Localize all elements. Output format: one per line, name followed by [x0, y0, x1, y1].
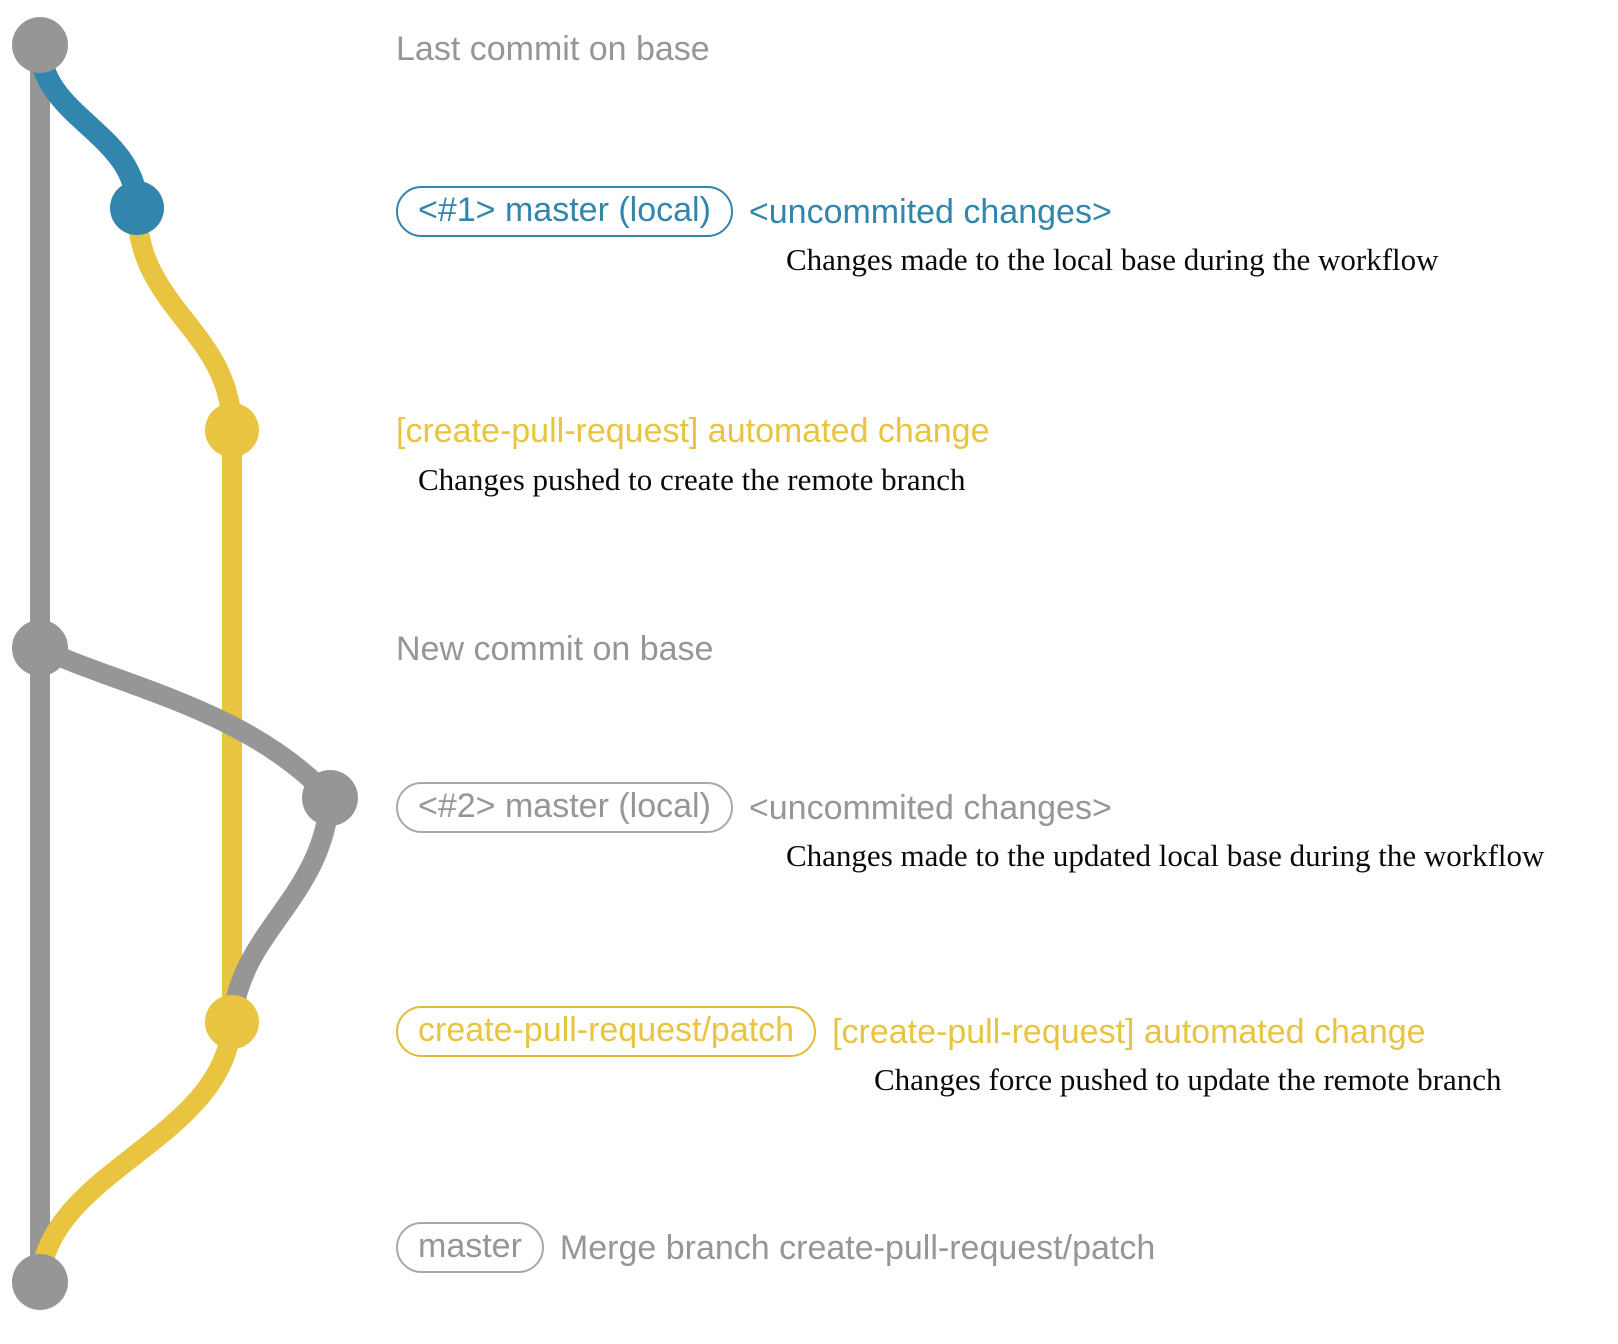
description-patch-commit-2: Changes force pushed to update the remot…: [874, 1062, 1502, 1097]
row-head: create-pull-request/patch [create-pull-r…: [396, 1006, 1426, 1057]
node-patch-commit-2[interactable]: [205, 995, 259, 1049]
row-head: [create-pull-request] automated change: [396, 414, 989, 448]
node-base-last-commit[interactable]: [12, 17, 68, 73]
row-patch-commit-1: [create-pull-request] automated change C…: [396, 414, 989, 495]
row-local-master-2: <#2> master (local) <uncommited changes>…: [396, 782, 1544, 871]
headline-automated-change-1: [create-pull-request] automated change: [396, 412, 990, 450]
edge-local-master-2-to-patch-2: [222, 788, 340, 1032]
headline-new-commit-on-base: New commit on base: [396, 630, 714, 668]
row-master-merge: master Merge branch create-pull-request/…: [396, 1222, 1155, 1273]
row-head: <#1> master (local) <uncommited changes>: [396, 186, 1112, 237]
node-master-merge[interactable]: [12, 1254, 68, 1310]
row-head: Last commit on base: [396, 32, 710, 66]
row-last-commit-on-base: Last commit on base: [396, 32, 710, 66]
badge-local-master-2[interactable]: <#2> master (local): [396, 782, 733, 833]
headline-merge-branch: Merge branch create-pull-request/patch: [559, 1228, 1156, 1267]
edge-base-to-local-master-2: [30, 638, 340, 808]
node-local-master-2[interactable]: [302, 770, 358, 826]
row-local-master-1: <#1> master (local) <uncommited changes>…: [396, 186, 1439, 275]
badge-local-master-1[interactable]: <#1> master (local): [396, 186, 733, 237]
headline-uncommited-changes-2: <uncommited changes>: [748, 788, 1112, 827]
edge-patch-2-to-master-merge: [30, 1012, 242, 1292]
row-patch-commit-2: create-pull-request/patch [create-pull-r…: [396, 1006, 1502, 1095]
badge-create-pull-request-patch[interactable]: create-pull-request/patch: [396, 1006, 817, 1057]
headline-automated-change-2: [create-pull-request] automated change: [832, 1012, 1426, 1051]
row-head: New commit on base: [396, 632, 713, 666]
row-head: <#2> master (local) <uncommited changes>: [396, 782, 1112, 833]
row-head: master Merge branch create-pull-request/…: [396, 1222, 1155, 1273]
headline-last-commit-on-base: Last commit on base: [396, 30, 710, 68]
edge-local-master-1-to-patch-1: [127, 198, 242, 440]
node-patch-commit-1[interactable]: [205, 403, 259, 457]
description-local-master-2: Changes made to the updated local base d…: [786, 838, 1545, 873]
row-new-commit-on-base: New commit on base: [396, 632, 713, 666]
node-base-new-commit[interactable]: [12, 620, 68, 676]
headline-uncommited-changes-1: <uncommited changes>: [748, 192, 1112, 231]
badge-master[interactable]: master: [396, 1222, 544, 1273]
description-patch-commit-1: Changes pushed to create the remote bran…: [418, 462, 966, 497]
description-local-master-1: Changes made to the local base during th…: [786, 242, 1439, 277]
node-local-master-1[interactable]: [110, 181, 164, 235]
